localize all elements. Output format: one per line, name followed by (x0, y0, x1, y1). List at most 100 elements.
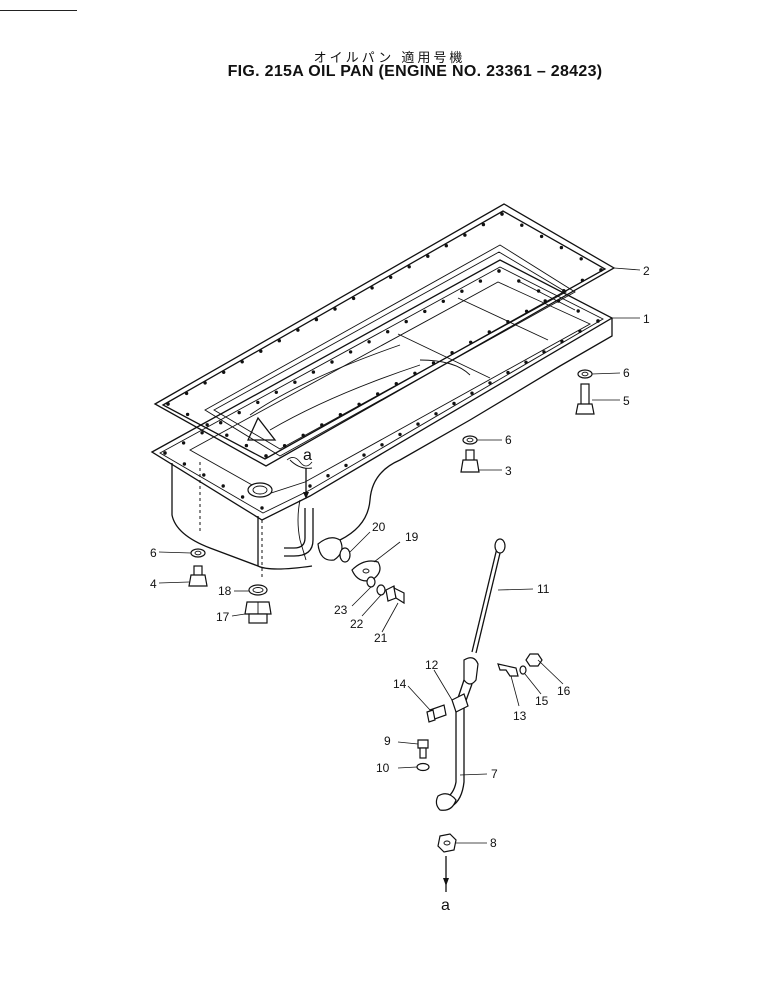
part-label-12: 12 (425, 658, 439, 672)
bolt-hole (256, 400, 260, 405)
bolt-hole (348, 350, 353, 354)
bolt-5 (575, 383, 595, 415)
part-label-1: 1 (643, 312, 650, 326)
bolt-hole (326, 474, 330, 478)
bolt-hole (460, 289, 464, 293)
header-rule (0, 10, 77, 11)
bolt-hole (260, 506, 264, 510)
part-label-7: 7 (491, 767, 498, 781)
part-label-6: 6 (623, 366, 630, 380)
bolt-hole (579, 257, 583, 261)
part-label-13: 13 (513, 709, 527, 723)
bolt-hole (578, 329, 582, 333)
part-label-11: 11 (537, 582, 550, 596)
clamp-12 (451, 693, 469, 713)
bolt-hole (398, 432, 402, 437)
part-label-22: 22 (350, 617, 364, 631)
part-label-3: 3 (505, 464, 512, 478)
bolt-hole (599, 268, 603, 272)
subtitle-japanese: オイルパン 適用号機 (313, 51, 466, 66)
washer-23 (366, 576, 376, 588)
bolt-hole (576, 309, 580, 313)
bolt-hole (333, 307, 337, 311)
bolt-hole (219, 421, 223, 425)
bolt-hole (240, 495, 245, 499)
bolt-9 (417, 739, 429, 759)
bolt-hole (367, 340, 371, 344)
bolt-hole (182, 462, 187, 466)
washer-22 (376, 584, 386, 596)
washer-15 (519, 665, 527, 675)
part-label-15: 15 (535, 694, 549, 708)
bolt-hole (244, 443, 249, 448)
bolt-hole (237, 410, 241, 415)
bolt-hole (389, 275, 393, 279)
bolt-hole (478, 279, 483, 283)
part-label-14: 14 (393, 677, 407, 691)
bolt-hole (536, 289, 541, 293)
ref-label-a-bottom: a (441, 897, 450, 914)
bolt-hole (202, 473, 206, 477)
bolt-hole (221, 484, 225, 488)
pan-bolt-holes (163, 269, 600, 510)
bolt-hole (434, 412, 438, 416)
nut-16 (525, 653, 543, 667)
bolt-hole (274, 390, 278, 394)
part-label-20: 20 (372, 520, 386, 534)
bolt-hole (394, 382, 398, 386)
o-ring-18 (248, 584, 268, 596)
ref-arrow-bottom (443, 856, 449, 892)
part-label-18: 18 (218, 584, 232, 598)
bolt-hole (450, 351, 454, 355)
bolt-hole (562, 289, 566, 293)
bolt-hole (311, 370, 316, 374)
bolt-hole (320, 423, 324, 427)
part-label-19: 19 (405, 530, 419, 544)
bolt-hole (380, 443, 384, 447)
washer-10 (416, 762, 430, 772)
bolt-hole (426, 254, 430, 258)
part-label-8: 8 (490, 836, 497, 850)
gasket (153, 203, 616, 467)
bolt-hole (277, 339, 281, 343)
part-label-10: 10 (376, 761, 390, 775)
bolt-21 (385, 585, 405, 605)
bolt-hole (452, 401, 456, 406)
part-label-23: 23 (334, 603, 348, 617)
bolt-4 (188, 565, 208, 587)
bolt-hole (259, 349, 263, 353)
bolt-hole (344, 463, 348, 468)
bolt-hole (481, 222, 486, 227)
bolt-14 (426, 704, 447, 723)
part-label-21: 21 (374, 631, 388, 645)
oil-pan (150, 259, 614, 578)
ref-arrow-top (286, 457, 313, 499)
part-label-16: 16 (557, 684, 571, 698)
bolt-hole (497, 269, 501, 273)
bolt-hole (222, 370, 226, 374)
bolt-hole (330, 360, 334, 364)
bolt-hole (431, 361, 436, 365)
washer-6-right (577, 369, 593, 379)
gasket-bolt-holes (166, 212, 603, 458)
bolt-hole (376, 392, 380, 396)
bolt-hole (487, 330, 491, 334)
bolt-hole (301, 433, 305, 437)
bolt-hole (524, 309, 529, 313)
drain-plug-17 (244, 601, 272, 624)
part-label-5: 5 (623, 394, 630, 408)
bolt-hole (282, 444, 287, 448)
bolt-hole (423, 309, 427, 314)
washer-6-middle (462, 435, 478, 445)
bolt-hole (205, 423, 209, 427)
bolt-hole (543, 299, 547, 303)
bolt-hole (517, 279, 521, 283)
leader-lines (158, 267, 641, 844)
part-label-6: 6 (505, 433, 512, 447)
cover-19 (351, 560, 381, 582)
bolt-hole (407, 265, 411, 269)
figure-title: FIG. 215A OIL PAN (ENGINE NO. 23361 – 28… (227, 63, 603, 80)
bolt-hole (203, 381, 207, 385)
bolt-3 (460, 449, 480, 473)
